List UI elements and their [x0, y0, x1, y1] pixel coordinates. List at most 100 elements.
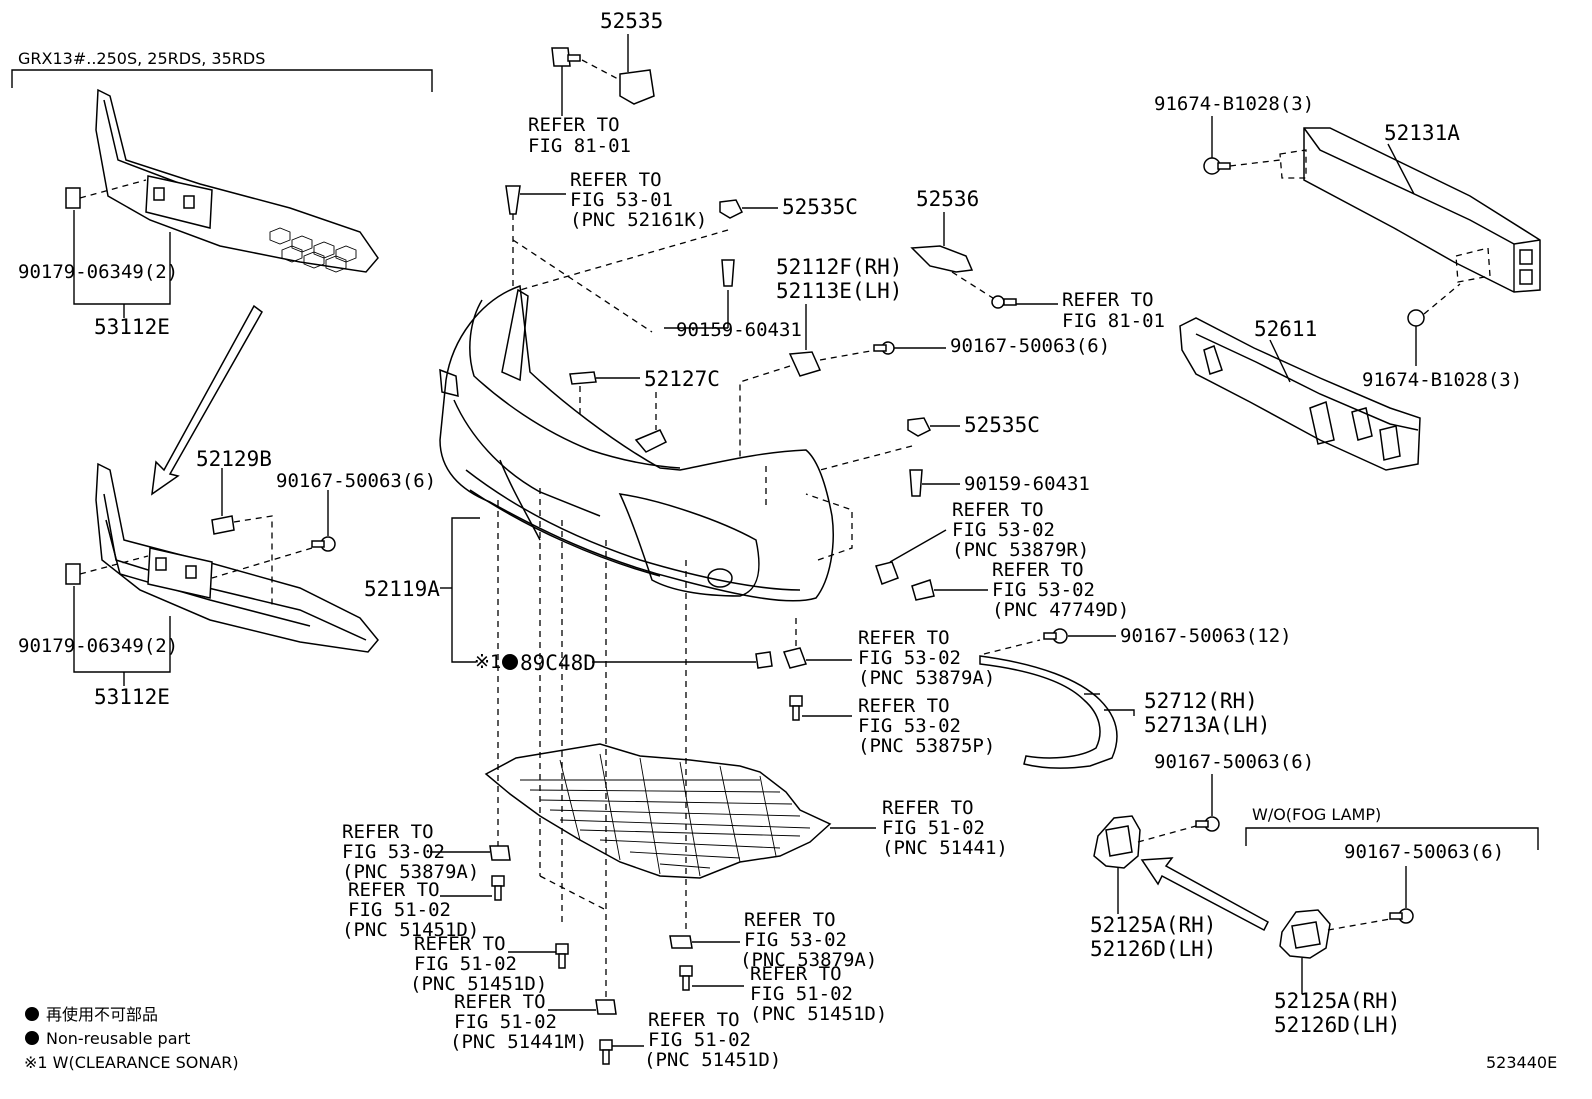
label-90167-6c: 90167-50063(6) [1154, 751, 1314, 773]
label-52119A: 52119A [364, 577, 440, 601]
bolt-icon [599, 1039, 613, 1065]
fog-arrow [1140, 857, 1269, 932]
bracket-52112F-52113E: 52112F(RH) 52113E(LH) 90167-50063(6) [689, 255, 1110, 481]
refer-10-line2: FIG 51-02 [348, 899, 451, 921]
refer-11-line2: FIG 51-02 [414, 953, 517, 975]
refer-13-line2: FIG 53-02 [744, 929, 847, 951]
refer-15-line1: REFER TO [648, 1009, 740, 1031]
retainer-52535C-upper: 52535C 90159-60431 [519, 195, 858, 341]
lower-grille-53112E: 90179-06349(2) 53112E 52129B 90167-50063… [18, 447, 436, 709]
refer-7-line2: FIG 53-02 [858, 715, 961, 737]
refer-2-line3: (PNC 52161K) [570, 209, 707, 231]
refer-14-line3: (PNC 51451D) [750, 1003, 887, 1025]
refer-1-line1: REFER TO [528, 114, 620, 136]
refer-14-line2: FIG 51-02 [750, 983, 853, 1005]
refer-4-line1: REFER TO [952, 499, 1044, 521]
bolt-icon [1203, 157, 1231, 175]
refer-3-line1: REFER TO [1062, 289, 1154, 311]
bolt-icon [789, 695, 803, 721]
refer-6-line1: REFER TO [858, 627, 950, 649]
refer-5-line2: FIG 53-02 [992, 579, 1095, 601]
legend-note1: ※1 W(CLEARANCE SONAR) [24, 1053, 239, 1072]
under-cover-51441: REFER TO FIG 51-02 (PNC 51441) [484, 743, 1008, 879]
refer-15-line2: FIG 51-02 [648, 1029, 751, 1051]
variant-label: GRX13#..250S, 25RDS, 35RDS [18, 49, 265, 68]
wo-fog-label: W/O(FOG LAMP) [1252, 805, 1381, 824]
label-90179-a: 90179-06349(2) [18, 261, 178, 283]
refer-2-line2: FIG 53-01 [570, 189, 673, 211]
figure-id: 523440E [1486, 1053, 1557, 1072]
refer-12-line3: (PNC 51441M) [450, 1031, 587, 1053]
non-reusable-dot-icon [25, 1007, 39, 1021]
label-90167-12: 90167-50063(12) [1120, 625, 1292, 647]
refer-8-line2: FIG 51-02 [882, 817, 985, 839]
refer-8-line1: REFER TO [882, 797, 974, 819]
label-52126D-a: 52126D(LH) [1090, 937, 1216, 961]
refer-12-line2: FIG 51-02 [454, 1011, 557, 1033]
refer-4-line3: (PNC 53879R) [952, 539, 1089, 561]
refer-6-line3: (PNC 53879A) [858, 667, 995, 689]
bolt-icon [1195, 816, 1220, 832]
refer-10-line3: (PNC 51451D) [342, 919, 479, 941]
bolt-icon [311, 536, 336, 552]
label-52713A: 52713A(LH) [1144, 713, 1270, 737]
label-52535C-a: 52535C [782, 195, 858, 219]
wo-fog-bracket: W/O(FOG LAMP) 90167-50063(6) 52125A(RH) … [1245, 805, 1539, 1037]
fog-cover-upper: 90167-50063(6) 52125A(RH) 52126D(LH) [1090, 751, 1314, 961]
refer-6-line2: FIG 53-02 [858, 647, 961, 669]
reinforcement-52611: 52611 [1179, 317, 1421, 471]
label-52126D-b: 52126D(LH) [1274, 1013, 1400, 1037]
sensor-52535: 52535 REFER TO FIG 81-01 [528, 9, 663, 157]
clip-53879R: REFER TO FIG 53-02 (PNC 53879R) REFER TO… [875, 499, 1129, 621]
label-52535C-b: 52535C [964, 413, 1040, 437]
screw-icon [909, 469, 923, 497]
refer-8-line3: (PNC 51441) [882, 837, 1008, 859]
variant-bracket: GRX13#..250S, 25RDS, 35RDS [11, 49, 433, 92]
refer-13-line1: REFER TO [744, 909, 836, 931]
legend-en: Non-reusable part [46, 1029, 190, 1048]
bolt-icon [491, 875, 505, 901]
refer-4-line2: FIG 53-02 [952, 519, 1055, 541]
clip-icon [65, 563, 81, 585]
clip-icon [65, 187, 81, 209]
refer-12-line1: REFER TO [454, 991, 546, 1013]
label-53112E-b: 53112E [94, 685, 170, 709]
label-91674-a: 91674-B1028(3) [1154, 93, 1314, 115]
label-52125A-a: 52125A(RH) [1090, 913, 1216, 937]
refer-2-line1: REFER TO [570, 169, 662, 191]
clip-52161K: REFER TO FIG 53-01 (PNC 52161K) [505, 169, 707, 350]
lower-fasteners: REFER TO FIG 53-02 (PNC 53879A) REFER TO… [342, 821, 887, 1071]
bolt-icon [555, 943, 569, 969]
transition-arrow [151, 304, 263, 496]
refer-1-line2: FIG 81-01 [528, 135, 631, 157]
label-52611: 52611 [1254, 317, 1317, 341]
refer-10-line1: REFER TO [348, 879, 440, 901]
retainer-52535C-lower: 52535C 90159-60431 [819, 413, 1090, 497]
label-90167-6a: 90167-50063(6) [276, 470, 436, 492]
refer-3-line2: FIG 81-01 [1062, 310, 1165, 332]
label-52113E: 52113E(LH) [776, 279, 902, 303]
trim-52712-52713A: 90167-50063(12) 52712(RH) 52713A(LH) [979, 625, 1292, 769]
label-91674-b: 91674-B1028(3) [1362, 369, 1522, 391]
bolt-icon [1043, 628, 1068, 644]
label-90167-6b: 90167-50063(6) [950, 335, 1110, 357]
label-52127C: 52127C [644, 367, 720, 391]
refer-9-line1: REFER TO [342, 821, 434, 843]
bolt-icon [1407, 309, 1425, 327]
refer-11-line3: (PNC 51451D) [410, 973, 547, 995]
screw-icon [721, 259, 735, 287]
label-52125A-b: 52125A(RH) [1274, 989, 1400, 1013]
refer-9-line3: (PNC 53879A) [342, 861, 479, 883]
legend-jp: 再使用不可部品 [46, 1005, 158, 1024]
upper-grille-53112E: 90179-06349(2) 53112E [18, 88, 379, 339]
non-reusable-dot-icon [25, 1031, 39, 1045]
sonar-89C48D: ※1 89C48D [474, 651, 773, 675]
bumper-cover-52119A: 52119A [364, 284, 853, 663]
refer-7-line3: (PNC 53875P) [858, 735, 995, 757]
clip-53879A-53875P: REFER TO FIG 53-02 (PNC 53879A) REFER TO… [783, 618, 995, 757]
bracket-52536: 52536 REFER TO FIG 81-01 [910, 187, 1165, 332]
bolt-icon [991, 295, 1005, 309]
absorber-52131A: 52131A 91674-B1028(3) 91674-B1028(3) [1154, 93, 1541, 391]
legend: 再使用不可部品 Non-reusable part ※1 W(CLEARANCE… [24, 1005, 239, 1072]
label-90167-6d: 90167-50063(6) [1344, 841, 1504, 863]
